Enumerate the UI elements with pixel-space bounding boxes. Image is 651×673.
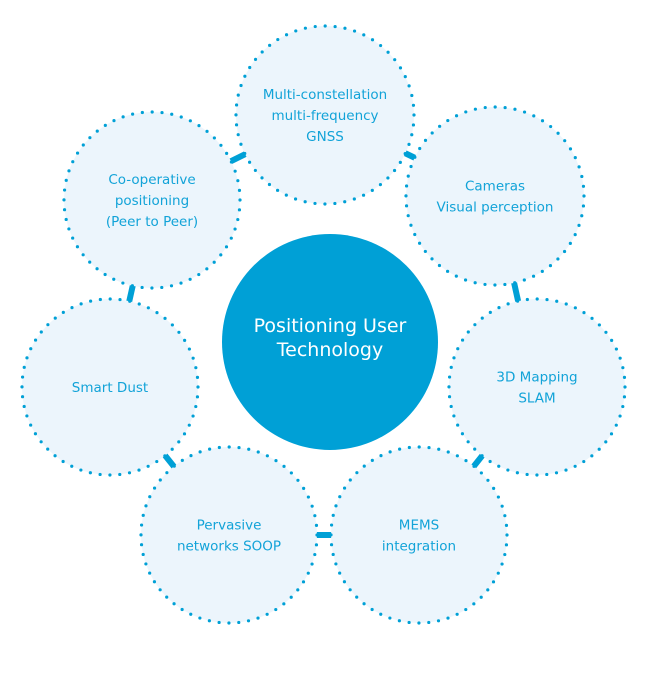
node-label-mapping-line-1: 3D Mapping (496, 370, 577, 386)
node-circle-pervasive (139, 445, 319, 625)
node-label-gnss-line-1: Multi-constellation (263, 87, 387, 103)
node-label-smart-dust-line-1: Smart Dust (72, 380, 148, 396)
node-label-gnss-line-2: multi-frequency (271, 108, 378, 124)
connector-cameras-mapping (510, 280, 522, 304)
node-label-pervasive-line-1: Pervasive (197, 518, 262, 534)
node-label-cooperative-line-2: positioning (115, 193, 189, 209)
center-label-line-2: Technology (276, 339, 383, 361)
node-label-cooperative-line-1: Co-operative (108, 172, 195, 188)
center-label-line-1: Positioning User (254, 315, 407, 337)
node-circle-cameras (404, 105, 586, 287)
node-circle-smart-dust (20, 297, 200, 477)
node-label-cameras-line-2: Visual perception (437, 200, 554, 216)
node-label-cameras-line-1: Cameras (465, 179, 525, 195)
node-circle-mems (329, 445, 509, 625)
node-label-gnss-line-3: GNSS (306, 129, 344, 145)
node-mems: MEMS integration (329, 445, 509, 625)
node-label-pervasive-line-2: networks SOOP (177, 539, 281, 555)
node-pervasive: Pervasive networks SOOP (139, 445, 319, 625)
node-smart-dust: Smart Dust (20, 297, 200, 477)
center-circle (222, 234, 438, 450)
center-node: Positioning User Technology (222, 234, 438, 450)
node-circle-cooperative (62, 110, 242, 290)
node-cooperative: Co-operative positioning (Peer to Peer) (62, 110, 242, 290)
node-circle-mapping (447, 297, 627, 477)
node-label-mems-line-1: MEMS (399, 518, 439, 534)
node-label-mapping-line-2: SLAM (518, 391, 555, 407)
node-label-cooperative-line-3: (Peer to Peer) (106, 214, 198, 230)
node-circle-gnss (234, 24, 416, 206)
node-label-mems-line-2: integration (382, 539, 456, 555)
